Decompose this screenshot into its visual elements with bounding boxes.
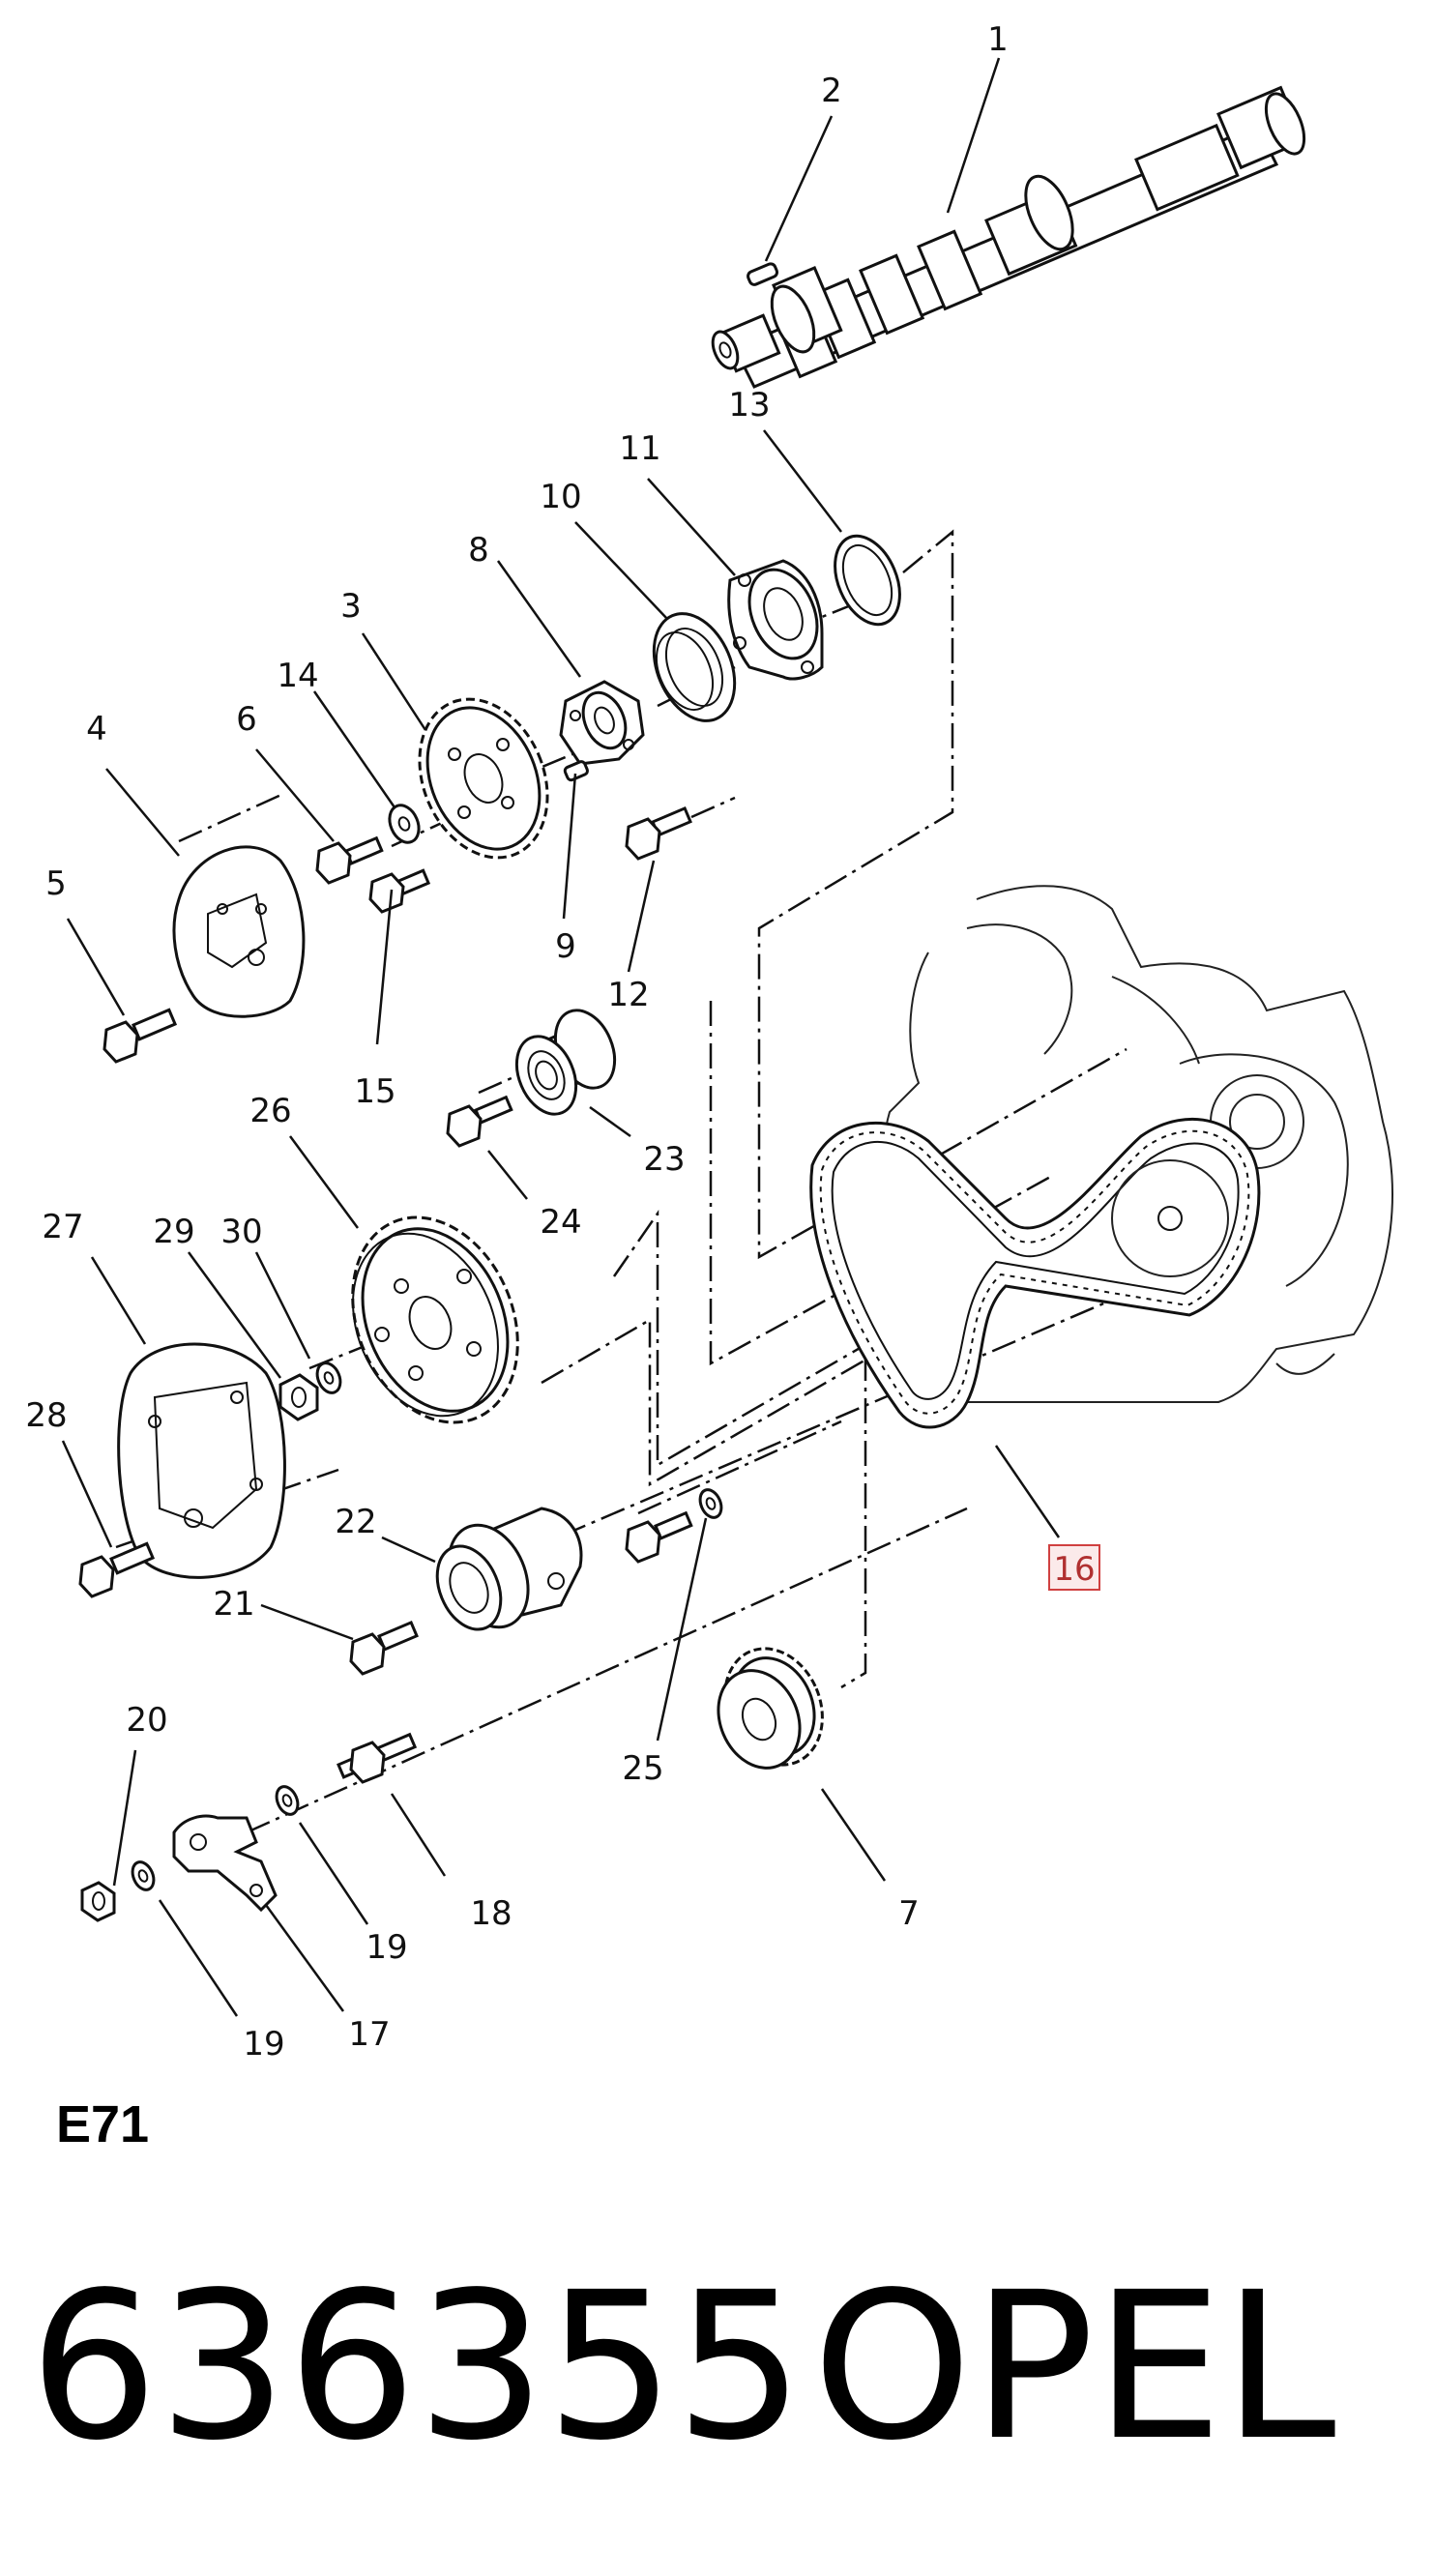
callout-20: 20 xyxy=(126,1701,167,1740)
bolt-6 xyxy=(315,835,384,885)
callout-8: 8 xyxy=(468,531,489,570)
diagram-code: E71 xyxy=(56,2095,149,2153)
nut-29 xyxy=(278,1373,319,1421)
crankshaft-sprocket xyxy=(717,1647,824,1770)
camshaft xyxy=(711,85,1306,389)
belt-tensioner xyxy=(435,1507,583,1631)
highlight-box-16 xyxy=(1048,1544,1100,1591)
bearing-housing xyxy=(727,559,824,681)
bolt-25 xyxy=(625,1488,723,1564)
callout-19-upper: 19 xyxy=(366,1928,407,1967)
bolt-21 xyxy=(349,1620,419,1676)
intermediate-sprocket xyxy=(351,1215,519,1424)
bolt-12 xyxy=(625,805,692,861)
callout-26: 26 xyxy=(249,1092,291,1130)
callout-24: 24 xyxy=(540,1203,581,1242)
part-number: 636355 xyxy=(29,2248,805,2485)
callout-5: 5 xyxy=(45,864,67,903)
callout-14: 14 xyxy=(277,657,318,695)
camshaft-hub xyxy=(559,680,645,766)
callout-25: 25 xyxy=(622,1749,663,1788)
callout-3: 3 xyxy=(340,587,362,626)
callout-labels: 1 2 13 11 10 8 3 14 6 4 5 9 12 15 23 26 … xyxy=(25,20,1100,2064)
callout-11: 11 xyxy=(619,429,660,468)
leader-lines xyxy=(61,57,1061,2017)
callout-19-lower: 19 xyxy=(243,2025,284,2064)
camshaft-sprocket xyxy=(418,697,549,860)
callout-23: 23 xyxy=(643,1140,685,1179)
woodruff-key xyxy=(747,262,779,286)
callout-17: 17 xyxy=(348,2015,390,2054)
callout-21: 21 xyxy=(213,1585,254,1624)
idler-pulley-23 xyxy=(514,1009,617,1116)
washer-14 xyxy=(388,804,421,844)
washer-19-upper xyxy=(275,1785,300,1816)
cover-plate-27 xyxy=(117,1342,286,1579)
callout-10: 10 xyxy=(540,478,581,516)
dowel-pin xyxy=(563,760,589,782)
callout-6: 6 xyxy=(236,700,257,739)
assembly-centerlines xyxy=(115,529,1190,1834)
callout-30: 30 xyxy=(220,1213,262,1251)
callout-22: 22 xyxy=(335,1503,376,1541)
callout-27: 27 xyxy=(42,1208,83,1246)
callout-7: 7 xyxy=(898,1894,920,1933)
callout-9: 9 xyxy=(555,927,576,966)
washer-19-lower xyxy=(131,1860,156,1891)
bolt-24 xyxy=(446,1095,513,1148)
callout-28: 28 xyxy=(25,1396,67,1435)
callout-16: 16 xyxy=(1053,1550,1095,1589)
bolt-28 xyxy=(78,1541,156,1598)
brand-name: OPEL xyxy=(812,2248,1336,2485)
washer-30 xyxy=(315,1361,342,1394)
oil-seal xyxy=(652,612,737,722)
callout-15: 15 xyxy=(354,1072,395,1111)
seal-ring xyxy=(834,534,901,627)
callout-1: 1 xyxy=(987,20,1009,59)
timing-belt xyxy=(809,1117,1261,1429)
stud-18 xyxy=(337,1732,418,1784)
callout-2: 2 xyxy=(821,72,842,110)
bolt-5 xyxy=(102,1008,178,1064)
timing-cover-plate xyxy=(172,845,306,1018)
callout-4: 4 xyxy=(86,710,107,748)
callout-12: 12 xyxy=(607,976,649,1014)
bolt-15 xyxy=(368,868,431,914)
nut-20 xyxy=(80,1881,116,1922)
callout-13: 13 xyxy=(728,386,770,424)
bracket-17 xyxy=(172,1814,278,1913)
callout-18: 18 xyxy=(470,1894,512,1933)
callout-29: 29 xyxy=(153,1213,194,1251)
